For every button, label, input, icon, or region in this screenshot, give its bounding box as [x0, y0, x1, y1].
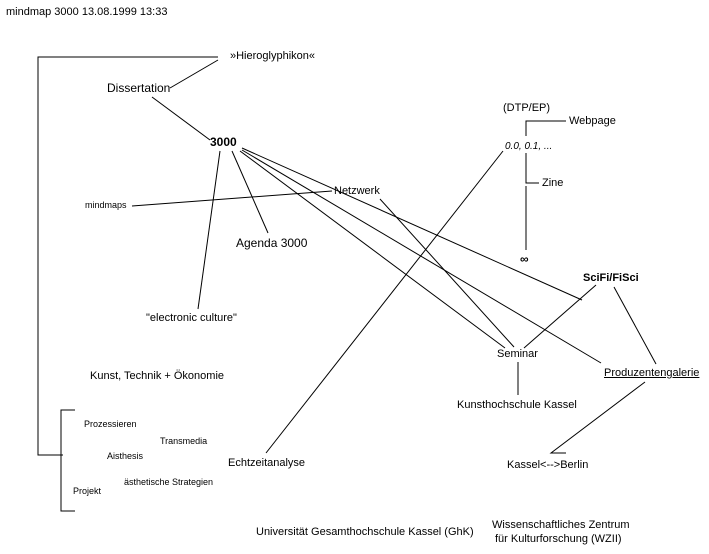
left-bracket-line: [37, 56, 218, 456]
node-universitaet-kassel: Universität Gesamthochschule Kassel (GhK…: [256, 526, 474, 538]
node-dissertation: Dissertation: [107, 81, 171, 95]
link-3000-scifi: [241, 147, 583, 301]
node-mindmaps: mindmaps: [85, 200, 127, 210]
link-dissertation-3000: [151, 96, 211, 141]
link-3000-produzentengalerie: [241, 149, 602, 364]
node-kunsthochschule-kassel: Kunsthochschule Kassel: [457, 399, 577, 411]
node-webpage: Webpage: [569, 115, 616, 127]
node-3000: 3000: [210, 135, 237, 149]
node-kassel-berlin: Kassel<-->Berlin: [507, 459, 589, 471]
node-transmedia: Transmedia: [160, 436, 208, 446]
node-agenda-3000: Agenda 3000: [236, 236, 308, 250]
link-scifi-seminar: [523, 284, 597, 349]
link-bracket-dissertation: [169, 59, 219, 89]
link-scifi-produzentengalerie: [613, 286, 657, 365]
node-echtzeitanalyse: Echtzeitanalyse: [228, 457, 306, 469]
node-projekt: Projekt: [73, 486, 102, 496]
link-3000-seminar: [239, 150, 506, 349]
node-netzwerk: Netzwerk: [334, 185, 380, 197]
link-echtzeit-versions: [265, 150, 504, 454]
node-produzentengalerie: Produzentengalerie: [604, 367, 700, 379]
link-mindmaps-netzwerk: [131, 190, 333, 207]
node-zine: Zine: [542, 177, 564, 189]
link-netzwerk-seminar: [379, 198, 515, 348]
node-aesthetische-strategien: ästhetische Strategien: [124, 477, 214, 487]
zine-branch: [525, 153, 539, 184]
node-scifi-fisci: SciFi/FiSci: [583, 272, 639, 284]
node-aisthesis: Aisthesis: [107, 451, 144, 461]
page-title: mindmap 3000 13.08.1999 13:33: [6, 6, 168, 18]
node-hieroglyphikon: »Hieroglyphikon«: [230, 50, 315, 62]
link-produzentengalerie-kassel: [549, 381, 646, 454]
node-versions: 0.0, 0.1, ...: [505, 141, 553, 152]
link-3000-agenda: [231, 150, 269, 234]
node-electronic-culture: "electronic culture": [146, 312, 237, 324]
node-seminar: Seminar: [497, 348, 538, 360]
node-prozessieren: Prozessieren: [84, 419, 137, 429]
webpage-branch: [525, 120, 566, 136]
node-kunst-technik-oekonomie: Kunst, Technik + Ökonomie: [90, 370, 225, 382]
node-dtp-ep: (DTP/EP): [503, 102, 551, 114]
link-3000-electronic-culture: [197, 150, 221, 310]
node-wzii-line1: Wissenschaftliches Zentrum: [492, 519, 630, 531]
bottom-left-bracket: [60, 409, 75, 512]
node-wzii-line2: für Kulturforschung (WZII): [495, 533, 622, 545]
infinity-icon: ∞: [520, 252, 529, 266]
